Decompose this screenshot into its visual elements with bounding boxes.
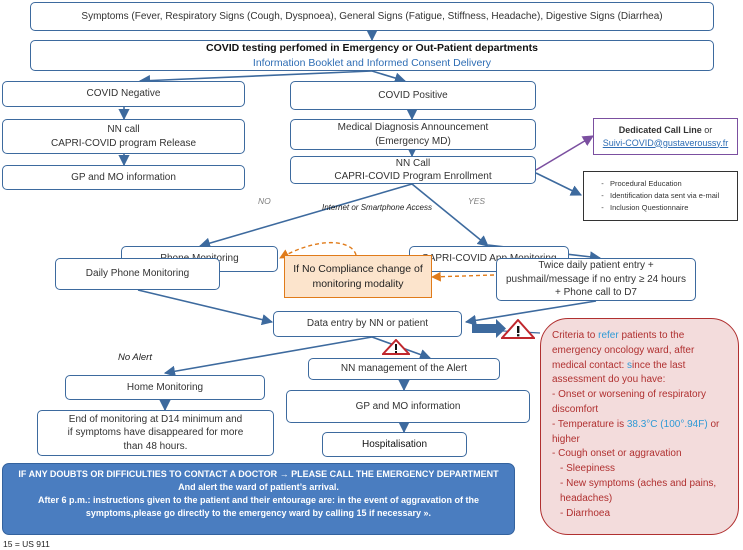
criteria-intro: Criteria to refer patients to the emerge… xyxy=(552,330,695,386)
dedicated-email-link[interactable]: Suivi-COVID@gustaveroussy.fr xyxy=(602,137,729,148)
criteria-item-respiratory: - Onset or worsening of respiratory disc… xyxy=(552,389,706,415)
diagnosis-line1: Medical Diagnosis Announcement xyxy=(337,122,489,133)
procedures-box: Procedural Education Identification data… xyxy=(583,171,738,221)
twice-daily-line2: pushmail/message if no entry ≥ 24 hours xyxy=(505,273,687,285)
dedicated-call-line-label: Dedicated Call Line xyxy=(618,125,702,136)
procedure-item: Inclusion Questionnaire xyxy=(610,203,719,213)
negative-gp-mo-box: GP and MO information xyxy=(2,165,245,190)
app-monitoring-label: CAPRI-COVID App Monitoring xyxy=(421,253,557,265)
footnote: 15 = US 911 xyxy=(3,539,50,549)
dedicated-call-line-box: Dedicated Call Line or Suivi-COVID@gusta… xyxy=(593,118,738,155)
procedure-item: Identification data sent via e-mail xyxy=(610,191,719,201)
symptoms-box: Symptoms (Fever, Respiratory Signs (Coug… xyxy=(30,2,714,31)
end-monitoring-line1: End of monitoring at D14 minimum and xyxy=(68,413,243,425)
criteria-panel: Criteria to refer patients to the emerge… xyxy=(540,318,739,535)
hospitalisation-box: Hospitalisation xyxy=(322,432,467,457)
end-monitoring-line3: than 48 hours. xyxy=(123,440,188,452)
testing-box: COVID testing perfomed in Emergency or O… xyxy=(30,40,714,71)
nn-alert-label: NN management of the Alert xyxy=(340,363,468,375)
negative-nn-call-line2: CAPRI-COVID program Release xyxy=(50,137,197,149)
procedure-item: Procedural Education xyxy=(610,179,719,189)
criteria-item-cough: - Cough onset or aggravation xyxy=(552,448,682,460)
gp-mo-box-2: GP and MO information xyxy=(286,390,530,423)
testing-title: COVID testing perfomed in Emergency or O… xyxy=(206,42,538,55)
yes-label: YES xyxy=(468,196,486,206)
daily-phone-monitoring-box: Daily Phone Monitoring xyxy=(55,258,220,290)
covid-negative-box: COVID Negative xyxy=(2,81,245,107)
twice-daily-line1: Twice daily patient entry + xyxy=(538,260,654,272)
end-monitoring-line2: if symptoms have disappeared for more xyxy=(67,427,244,439)
emergency-line1: IF ANY DOUBTS OR DIFFICULTIES TO CONTACT… xyxy=(18,469,499,479)
no-compliance-line2: monitoring modality xyxy=(312,277,404,290)
covid-negative-label: COVID Negative xyxy=(86,88,161,100)
data-entry-box: Data entry by NN or patient xyxy=(273,311,462,337)
alert-warning-icon xyxy=(382,339,410,355)
testing-subtitle: Information Booklet and Informed Consent… xyxy=(252,56,492,69)
diagnosis-box: Medical Diagnosis Announcement (Emergenc… xyxy=(290,119,536,150)
emergency-instructions-panel: IF ANY DOUBTS OR DIFFICULTIES TO CONTACT… xyxy=(2,463,515,535)
end-monitoring-box: End of monitoring at D14 minimum and if … xyxy=(37,410,274,456)
criteria-item-sleepiness: - Sleepiness xyxy=(560,463,616,475)
gp-mo-label-2: GP and MO information xyxy=(355,400,461,412)
covid-positive-box: COVID Positive xyxy=(290,81,536,110)
criteria-item-diarrhoea: - Diarrhoea xyxy=(560,507,611,519)
positive-nn-call-box: NN Call CAPRI-COVID Program Enrollment xyxy=(290,156,536,184)
twice-daily-box: Twice daily patient entry + pushmail/mes… xyxy=(496,258,696,301)
emergency-line3: After 6 p.m.: instructions given to the … xyxy=(37,495,480,519)
positive-nn-call-line1: NN Call xyxy=(395,157,431,169)
no-label: NO xyxy=(258,196,271,206)
home-monitoring-label: Home Monitoring xyxy=(126,381,204,393)
warning-icon xyxy=(501,319,535,339)
fat-arrow xyxy=(472,319,506,338)
covid-positive-label: COVID Positive xyxy=(378,89,448,101)
negative-nn-call-box: NN call CAPRI-COVID program Release xyxy=(2,119,245,154)
procedures-list: Procedural Education Identification data… xyxy=(592,179,719,215)
dedicated-or: or xyxy=(701,125,713,136)
internet-access-label: Internet or Smartphone Access xyxy=(322,203,432,212)
emergency-line2: And alert the ward of patient’s arrival. xyxy=(178,482,339,493)
no-alert-label: No Alert xyxy=(118,352,152,363)
criteria-item-temperature: - Temperature is 38.3°C (100°.94F) or hi… xyxy=(552,418,720,445)
negative-nn-call-line1: NN call xyxy=(107,124,140,135)
no-compliance-line1: If No Compliance change of xyxy=(293,263,423,276)
diagnosis-line2: (Emergency MD) xyxy=(375,135,451,147)
symptoms-text: Symptoms (Fever, Respiratory Signs (Coug… xyxy=(81,10,663,22)
negative-gp-mo-label: GP and MO information xyxy=(71,171,176,183)
daily-phone-monitoring-label: Daily Phone Monitoring xyxy=(85,268,190,280)
data-entry-label: Data entry by NN or patient xyxy=(306,318,429,330)
nn-alert-box: NN management of the Alert xyxy=(308,358,500,380)
no-compliance-box: If No Compliance change of monitoring mo… xyxy=(284,255,432,298)
home-monitoring-box: Home Monitoring xyxy=(65,375,265,400)
criteria-item-new-symptoms: - New symptoms (aches and pains, headach… xyxy=(560,477,717,504)
twice-daily-line3: + Phone call to D7 xyxy=(555,287,637,299)
hospitalisation-label: Hospitalisation xyxy=(361,438,428,450)
positive-nn-call-line2: CAPRI-COVID Program Enrollment xyxy=(334,171,492,182)
